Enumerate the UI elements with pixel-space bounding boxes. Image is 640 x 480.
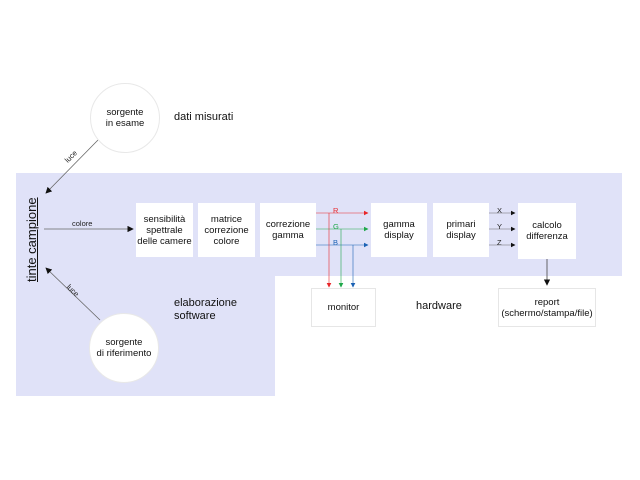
gamma-correction-box: correzione gamma <box>260 203 316 257</box>
display-primaries-box: primari display <box>433 203 489 257</box>
channel-x-label: X <box>497 206 503 215</box>
display-gamma-box: gamma display <box>371 203 427 257</box>
hardware-label: hardware <box>416 300 462 312</box>
channel-z-label: Z <box>497 238 502 247</box>
luce-bottom-arrow <box>45 267 101 321</box>
source-ref-circle: sorgente di riferimento <box>89 313 159 383</box>
camera-sensitivity-box: sensibilità spettrale delle camere <box>136 203 193 257</box>
colore-label: colore <box>72 219 93 228</box>
channel-r-label: R <box>333 206 339 215</box>
report-box: report (schermo/stampa/file) <box>498 288 596 327</box>
measured-data-label: dati misurati <box>174 111 234 123</box>
source-test-circle: sorgente in esame <box>90 83 160 153</box>
luce-top-arrow <box>45 139 99 194</box>
monitor-box: monitor <box>311 288 376 327</box>
difference-calc-box: calcolo differenza <box>518 203 576 259</box>
software-label: elaborazione software <box>174 297 237 322</box>
channel-y-label: Y <box>497 222 503 231</box>
channel-g-label: G <box>333 222 339 231</box>
tinte-campione-label: tinte campione <box>24 197 39 282</box>
correction-matrix-box: matrice correzione colore <box>198 203 255 257</box>
channel-b-label: B <box>333 238 339 247</box>
